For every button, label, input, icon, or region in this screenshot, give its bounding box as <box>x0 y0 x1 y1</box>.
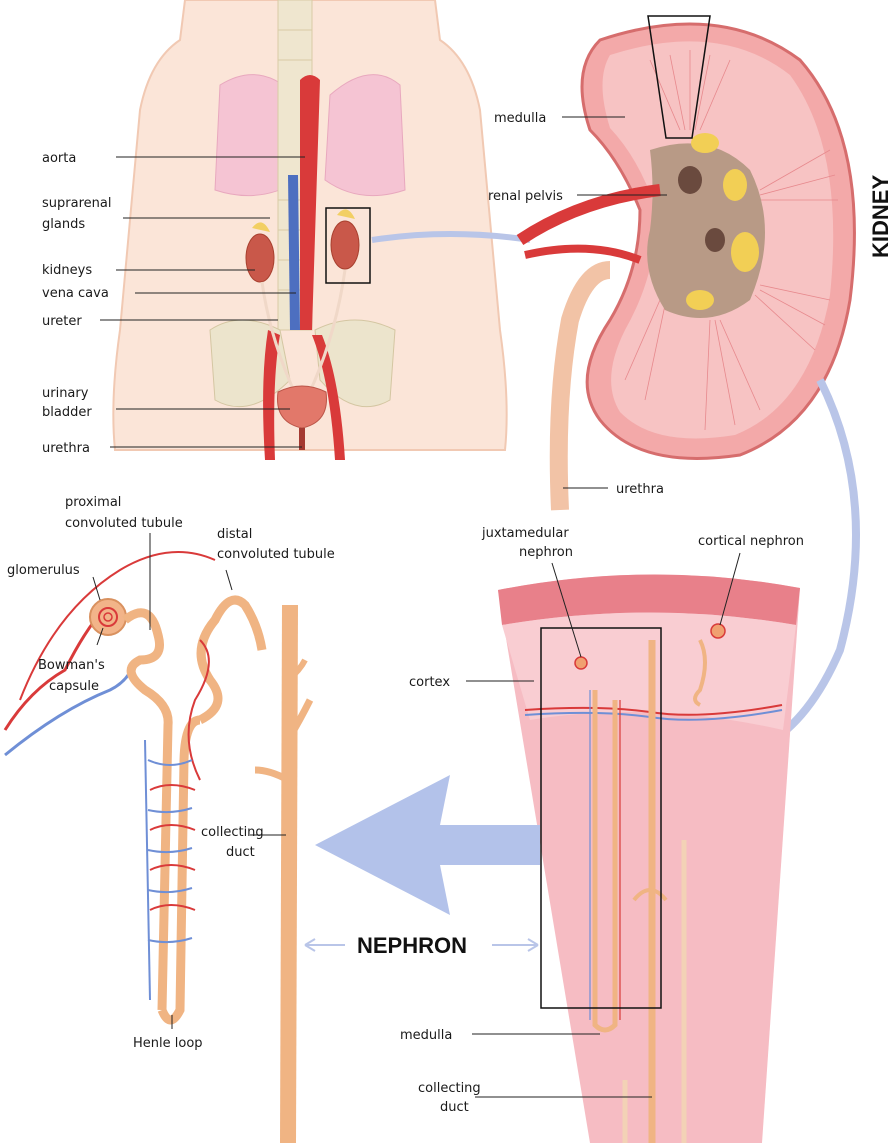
label-aorta: aorta <box>42 151 76 166</box>
label-urethra-kidney: urethra <box>616 482 664 497</box>
label-medulla-kidney: medulla <box>494 111 546 126</box>
label-proximal-1: proximal <box>65 495 121 510</box>
label-collecting-1-nephron: collecting <box>201 825 264 840</box>
kidney-title: KIDNEY <box>868 175 893 258</box>
label-collecting-1-section: collecting <box>418 1081 481 1096</box>
label-juxta-2: nephron <box>519 545 573 560</box>
label-henle-loop: Henle loop <box>133 1036 203 1051</box>
label-distal-2: convoluted tubule <box>217 547 335 562</box>
label-collecting-2-nephron: duct <box>226 845 255 860</box>
label-distal-1: distal <box>217 527 252 542</box>
nephron-title: NEPHRON <box>357 933 467 958</box>
nephron-detail <box>5 552 310 1143</box>
label-cortex: cortex <box>409 675 450 690</box>
label-urinary-1: urinary <box>42 386 89 401</box>
label-suprarenal-1: suprarenal <box>42 196 111 211</box>
label-proximal-2: convoluted tubule <box>65 516 183 531</box>
label-bowmans-1: Bowman's <box>38 658 105 673</box>
label-bowmans-2: capsule <box>49 679 99 694</box>
kidney-cross-section <box>520 16 854 510</box>
torso-illustration <box>113 0 506 460</box>
label-medulla-section: medulla <box>400 1028 452 1043</box>
label-collecting-2-section: duct <box>440 1100 469 1115</box>
label-suprarenal-2: glands <box>42 217 85 232</box>
label-urinary-2: bladder <box>42 405 92 420</box>
label-kidneys: kidneys <box>42 263 92 278</box>
label-vena-cava: vena cava <box>42 286 109 301</box>
renal-section-wedge <box>498 574 800 1143</box>
label-cortical-nephron: cortical nephron <box>698 534 804 549</box>
label-urethra-body: urethra <box>42 441 90 456</box>
arrow-to-nephron <box>315 775 540 915</box>
label-renal-pelvis: renal pelvis <box>488 189 563 204</box>
label-juxta-1: juxtamedular <box>481 526 569 541</box>
label-glomerulus: glomerulus <box>7 563 80 578</box>
label-ureter: ureter <box>42 314 82 329</box>
